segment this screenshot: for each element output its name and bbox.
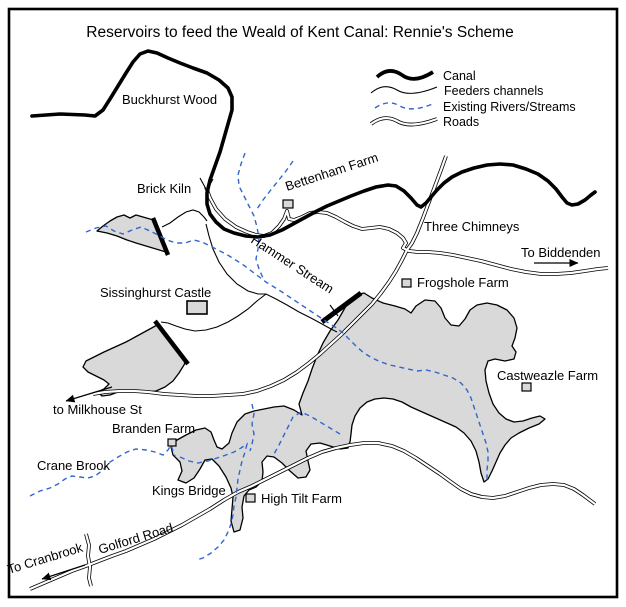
label-kings-bridge: Kings Bridge bbox=[152, 483, 226, 498]
feeder-channels-layer bbox=[160, 177, 339, 333]
feeder-main-arc bbox=[205, 223, 338, 333]
marker-castweazle-farm bbox=[521, 382, 532, 392]
label-brick-kiln: Brick Kiln bbox=[137, 181, 191, 196]
legend-roads-label: Roads bbox=[443, 115, 479, 129]
label-buckhurst-wood: Buckhurst Wood bbox=[122, 92, 217, 107]
marker-sissinghurst-castle bbox=[186, 300, 208, 315]
reservoir-main bbox=[170, 292, 546, 533]
feeder-dam-spur bbox=[329, 304, 339, 317]
marker-branden-farm bbox=[167, 438, 177, 447]
legend-feeders-line bbox=[370, 86, 438, 94]
markers-layer bbox=[167, 199, 532, 503]
label-sissinghurst-castle: Sissinghurst Castle bbox=[100, 285, 211, 300]
arrow-to-cranbrook bbox=[41, 564, 86, 581]
label-crane-brook: Crane Brook bbox=[37, 458, 110, 473]
road-branch-core bbox=[84, 533, 93, 587]
legend-rivers-label: Existing Rivers/Streams bbox=[443, 100, 576, 114]
legend-canal-label: Canal bbox=[443, 69, 476, 83]
label-frogshole-farm: Frogshole Farm bbox=[417, 275, 509, 290]
arrow-to-milkhouse bbox=[65, 386, 113, 403]
label-to-biddenden: To Biddenden bbox=[521, 245, 601, 260]
stream-arm-northeast bbox=[273, 411, 341, 455]
stream-crane-brook bbox=[29, 443, 176, 497]
road-diagonal-core bbox=[92, 155, 448, 398]
legend-feeders-label: Feeders channels bbox=[444, 84, 543, 98]
label-three-chimneys: Three Chimneys bbox=[424, 219, 520, 234]
road-fork-tick-right bbox=[206, 178, 214, 191]
dam-brick-kiln bbox=[150, 217, 171, 256]
map-border bbox=[7, 7, 619, 599]
marker-bettenham-farm bbox=[282, 199, 294, 209]
arrows-layer bbox=[41, 259, 579, 581]
legend: Canal Feeders channels Existing Rivers/S… bbox=[369, 69, 576, 129]
feeder-sissinghurst bbox=[160, 293, 267, 332]
road-golford-core bbox=[29, 441, 596, 591]
feeder-brick-kiln-reservoir bbox=[161, 209, 208, 228]
streams-layer bbox=[29, 152, 489, 561]
legend-canal-line bbox=[375, 69, 435, 81]
stream-kings-bridge bbox=[179, 442, 249, 561]
road-fork-tick-left bbox=[199, 177, 207, 190]
label-high-tilt-farm: High Tilt Farm bbox=[261, 491, 342, 506]
legend-roads-core bbox=[370, 117, 438, 126]
label-branden-farm: Branden Farm bbox=[112, 421, 195, 436]
label-castweazle-farm: Castweazle Farm bbox=[497, 368, 598, 383]
label-to-milkhouse-st: to Milkhouse St bbox=[53, 402, 142, 417]
legend-rivers-line bbox=[374, 102, 436, 110]
marker-high-tilt-farm bbox=[245, 493, 256, 503]
marker-frogshole-farm bbox=[401, 278, 412, 288]
stream-north-branch-b bbox=[256, 160, 294, 210]
canal-line bbox=[30, 49, 597, 239]
dam-main bbox=[320, 290, 363, 325]
dam-sissinghurst bbox=[153, 319, 190, 366]
stream-north-branch-a bbox=[237, 152, 264, 279]
map-title: Reservoirs to feed the Weald of Kent Can… bbox=[86, 24, 513, 41]
stream-hammer bbox=[85, 225, 489, 484]
